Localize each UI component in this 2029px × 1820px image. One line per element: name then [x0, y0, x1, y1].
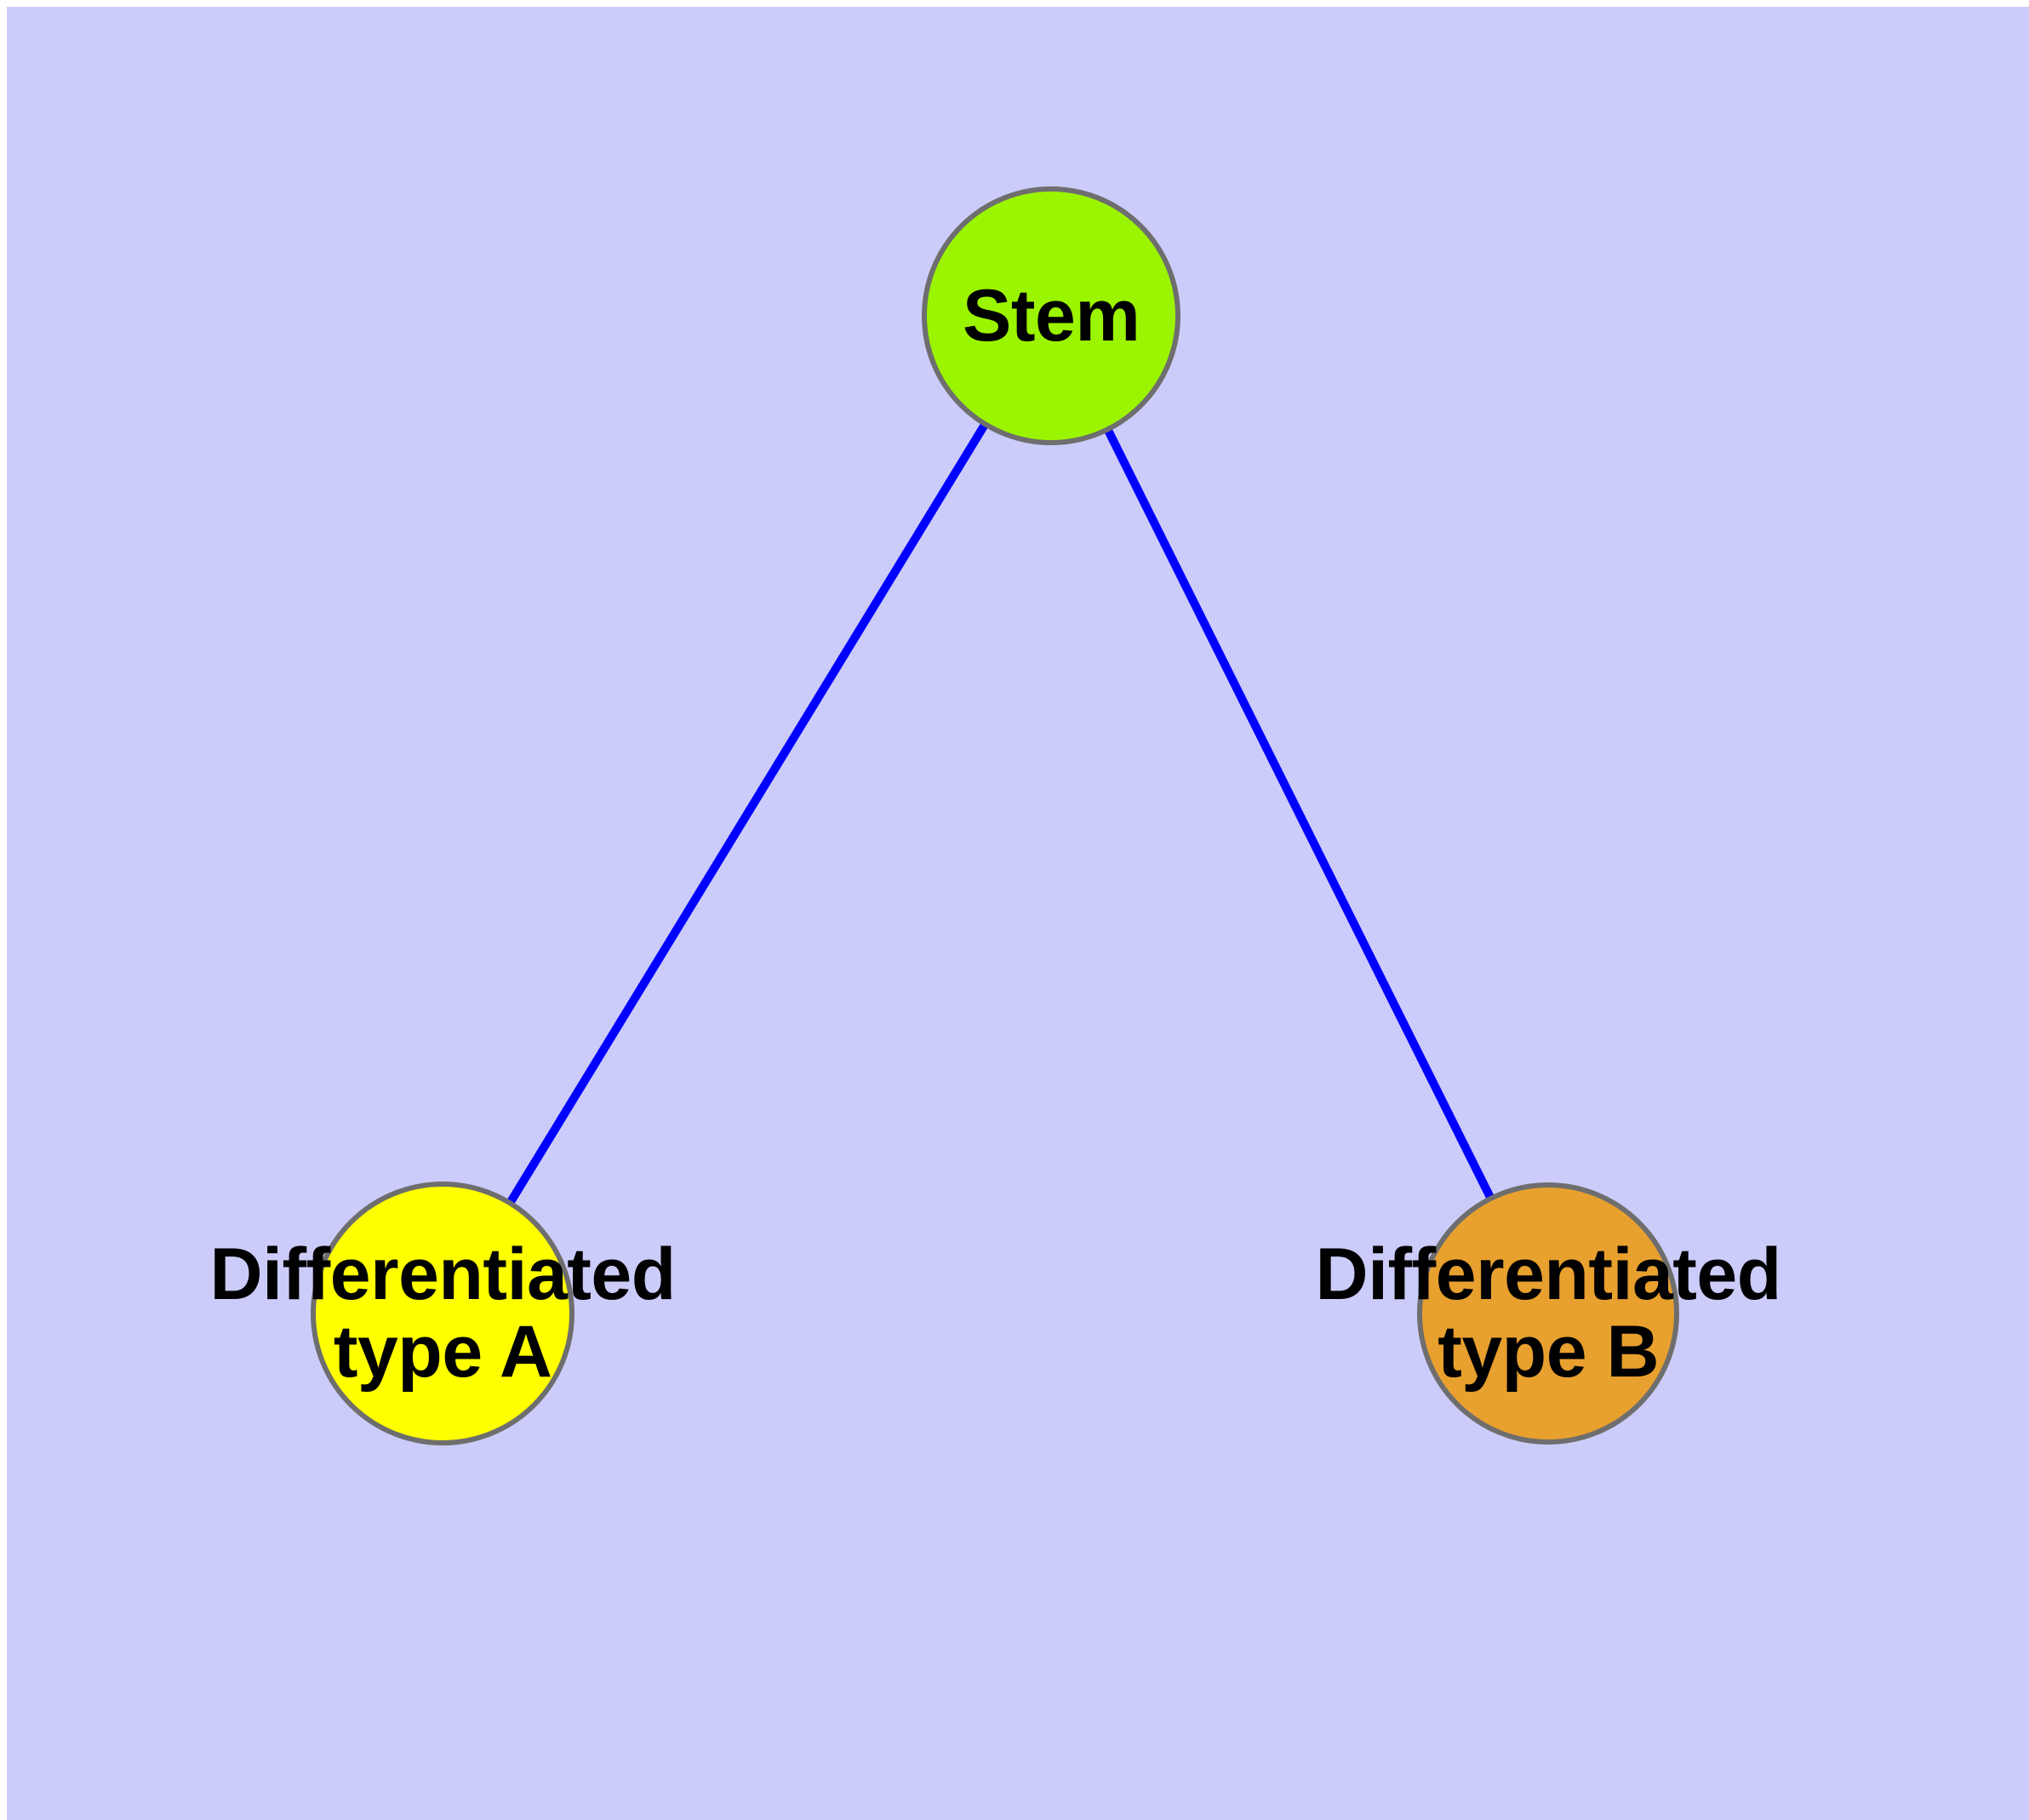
nodes-group: [311, 186, 1679, 1445]
edge-stem-to-diff-a: [505, 420, 990, 1207]
edges-group: [505, 420, 1496, 1207]
edge-stem-to-diff-b: [1103, 426, 1496, 1202]
node-diff-b[interactable]: [1417, 1182, 1679, 1445]
node-diff-a[interactable]: [311, 1182, 574, 1445]
node-stem[interactable]: [922, 186, 1180, 445]
